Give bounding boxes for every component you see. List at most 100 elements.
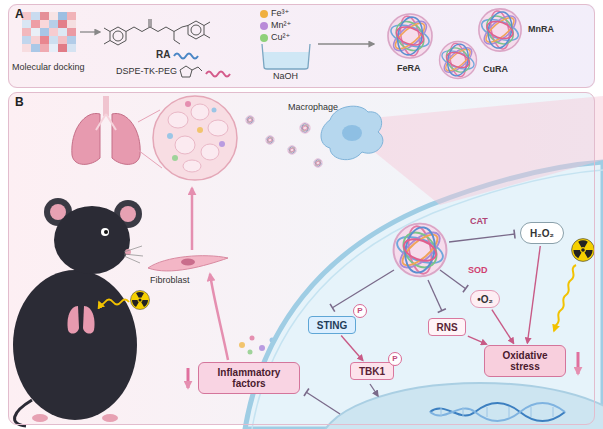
inhibition-lines [332,270,394,308]
decrease-arrow [187,368,190,388]
tissue [219,141,225,147]
zoom-funnel [372,96,603,205]
mouse [83,306,95,334]
heatmap [40,12,49,20]
ra-molecule [104,28,110,32]
mouse [15,400,32,426]
inhibition-lines [306,234,515,414]
tissue [153,96,237,180]
cytokines [259,345,265,351]
heatmap [67,36,76,44]
panel-band: BSTINGPTBK1PRNSH₂O₂•O₂Oxidative stressIn… [8,92,595,425]
peg-molecule [192,67,202,71]
feedback-arrow [210,274,228,360]
fibroblast [148,256,228,271]
heatmap [22,20,31,28]
cytokines [250,336,255,341]
heatmap [40,36,49,44]
process-arrow [80,31,100,32]
species-name: •O₂ [477,294,493,305]
protein-box: STING [308,316,356,334]
heatmap [49,44,58,52]
tissue [197,127,203,133]
pathway-arrow [341,336,363,361]
mouse [32,414,48,422]
text-label: Fe³⁺ [271,8,289,18]
tissue [167,133,173,139]
ra-molecule [204,22,210,26]
ra-molecule [188,21,204,39]
tissue [175,136,195,154]
text-label: RA [156,49,170,61]
radiation-symbol [131,291,150,310]
nucleus [430,403,565,421]
heatmap [67,20,76,28]
text-label: FeRA [397,63,421,73]
text-label: MnRA [528,24,554,34]
ra-molecule [191,25,201,35]
phospho-circle: P [353,304,367,318]
tissue [201,144,219,160]
heatmap [58,36,67,44]
nanoparticles [265,135,274,144]
phospho-circle: P [388,352,402,366]
lungs [103,96,109,116]
pathway-arrow [468,336,487,344]
decrease-arrow [577,352,580,374]
nanoparticles [387,13,433,59]
text-label: CAT [470,216,488,226]
species-box: RNS [428,318,466,336]
protein-name: STING [317,320,348,331]
mouse [124,246,143,263]
radiation-symbol [572,239,595,262]
lungs [72,96,140,164]
inhibition-lines [428,280,442,311]
heatmap [49,28,58,36]
ra-molecule [149,19,150,27]
outcome-box: Inflammatory factors [198,362,300,394]
ra-molecule [104,19,210,45]
lungs [72,113,100,164]
nanoparticles [478,8,522,52]
tissue [138,96,237,180]
process-arrow [318,43,374,44]
ra-molecule [174,32,180,45]
inhibition-lines [440,270,466,289]
metal-ions [260,10,268,18]
text-label: SOD [468,265,488,275]
macrophage [321,106,383,159]
peg-molecule [180,66,192,77]
metal-ions [260,22,268,30]
protein-box: TBK1 [350,362,394,380]
heatmap [22,28,31,36]
heatmap [49,12,58,20]
protein-name: TBK1 [359,366,385,377]
mouse [104,230,108,234]
nucleus [430,403,565,421]
species-circle: •O₂ [470,290,500,308]
heatmap [40,28,49,36]
ra-molecule [151,19,152,27]
nanoparticles [299,122,310,133]
macrophage [342,125,362,141]
text-label: DSPE-TK-PEG [116,66,177,76]
text-label: Fibroblast [150,275,190,285]
heatmap [58,44,67,52]
species-name: RNS [436,322,457,333]
heatmap [31,20,40,28]
ra-molecule [126,26,188,32]
fibroblast [148,256,228,271]
pathway-arrow [492,310,514,344]
metal-ions [260,34,268,42]
panel-band: A [8,4,595,88]
cytokines [248,350,253,355]
heatmap [58,20,67,28]
nanoparticles [392,222,447,277]
phospho-mark: P [357,307,362,315]
beaker [262,44,310,69]
nucleus [320,383,603,429]
pathway-arrow [527,246,540,343]
mouse [101,228,109,236]
mouse [67,306,79,334]
